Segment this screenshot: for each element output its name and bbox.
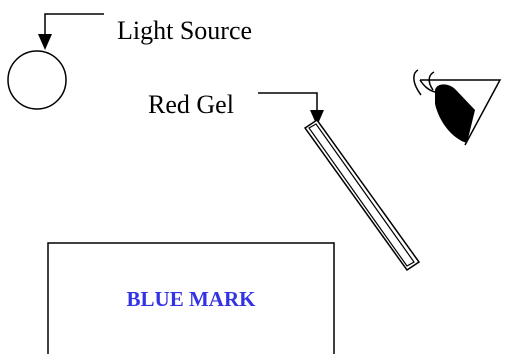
- circle-light-source-icon: [7, 50, 67, 110]
- eyelash-right: [428, 71, 435, 91]
- light-source-callout: [38, 13, 104, 50]
- arrow-down-icon: [310, 110, 324, 126]
- arrow-down-icon: [38, 34, 52, 50]
- red-gel-leader-line: [258, 92, 318, 112]
- eye-outline: [420, 79, 502, 146]
- red-gel-filter: [303, 118, 421, 272]
- red-gel-label: Red Gel: [148, 90, 234, 119]
- eye-lid-top: [419, 79, 436, 93]
- eye-icon: [413, 69, 502, 146]
- light-source-label: Light Source: [117, 16, 253, 45]
- eye-pupil: [435, 84, 475, 143]
- light-source-leader-line: [44, 13, 104, 36]
- red-gel-inner-edge: [308, 123, 415, 267]
- blue-mark-label: BLUE MARK: [126, 287, 256, 311]
- red-gel-outer-edge: [303, 118, 421, 272]
- blue-mark-box: [47, 242, 335, 354]
- eyelash-left: [413, 69, 422, 96]
- red-gel-callout: [258, 92, 324, 126]
